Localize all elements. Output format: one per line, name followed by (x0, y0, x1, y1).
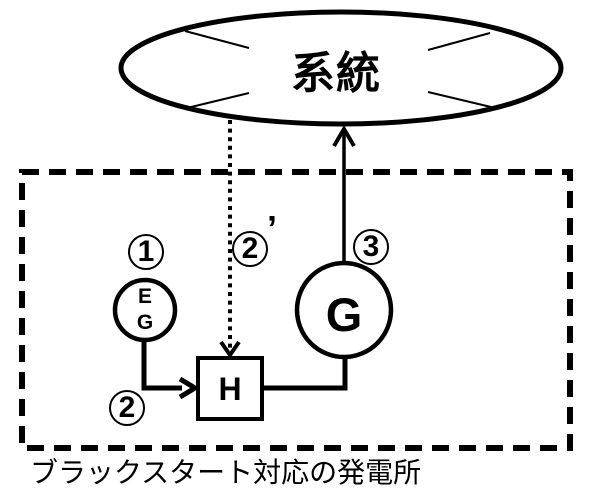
grid-tie-line-top-left (184, 30, 250, 49)
eg-to-h-arrowhead (178, 376, 200, 400)
grid-tie-line-top-right (427, 32, 491, 51)
grid-tie-line-bottom-left (186, 92, 250, 109)
main-generator-circle (294, 260, 394, 360)
grid-tie-line-bottom-right (427, 91, 492, 108)
step1-badge: 1 (128, 234, 164, 270)
emergency-generator-label: E G (125, 284, 165, 336)
step2-prime-mark: ’ (267, 208, 278, 249)
generator-to-grid-arrowhead (332, 125, 356, 148)
generator-to-h-line (262, 356, 348, 391)
emergency-generator-circle (112, 277, 178, 343)
step2-badge: 2 (109, 390, 145, 426)
eg-letter-top: E (137, 285, 152, 308)
grid-label: 系統 (291, 49, 381, 98)
step2-prime-badge: 2 (232, 231, 268, 267)
plant-caption: ブラックスタート対応の発電所 (30, 457, 422, 488)
main-generator-label: G (325, 287, 363, 341)
plant-boundary-box (19, 169, 573, 451)
step3-badge: 3 (353, 229, 389, 265)
eg-letter-bottom: G (136, 311, 154, 334)
eg-to-h-line (141, 334, 182, 391)
grid-ellipse (118, 9, 564, 127)
house-unit-label: H (218, 371, 242, 407)
grid-to-h-arrowhead (219, 340, 241, 359)
house-unit-box (196, 356, 264, 421)
